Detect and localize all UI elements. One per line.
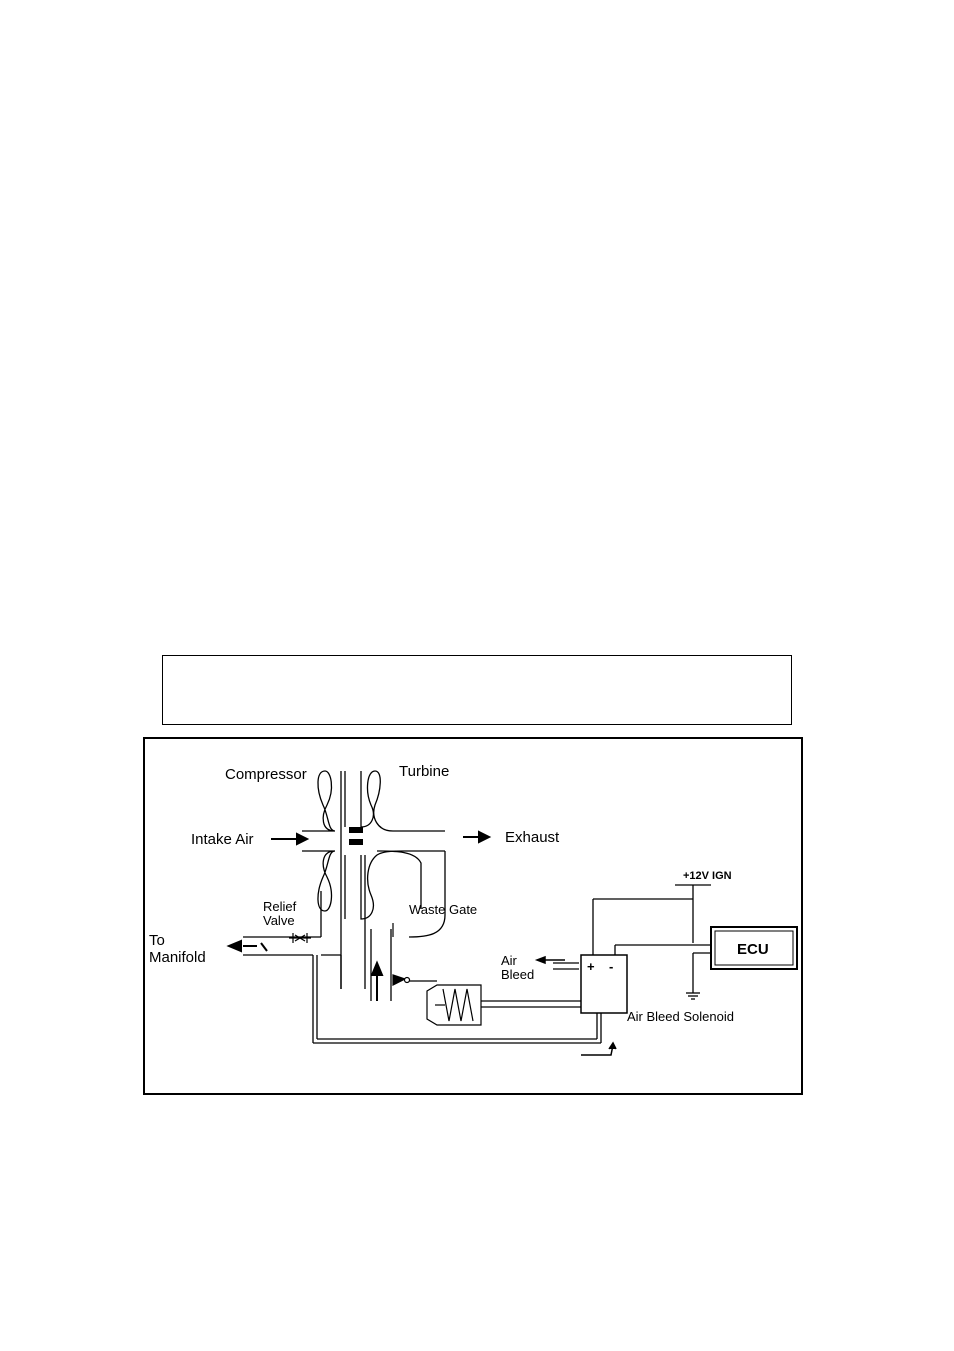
exhaust-up-arrow [370,960,384,1001]
to-manifold-label-1: To [149,932,165,949]
intake-air-label: Intake Air [191,831,254,848]
caption-box [162,655,792,725]
compressor-housing [302,770,336,832]
turbo-boost-control-diagram: Compressor Turbine Intake Air Exhaust Re… [143,737,803,1095]
relief-valve-label-1: Relief [263,899,297,914]
to-manifold-arrow [226,939,257,953]
turbine-housing [360,770,445,832]
exhaust-arrow [463,830,492,844]
air-bleed-label-2: Bleed [501,967,534,982]
return-flow-arrow [581,1041,617,1056]
solenoid-plus-label: + [587,959,595,974]
waste-gate-label: Waste Gate [409,902,477,917]
relief-valve-label-2: Valve [263,913,295,928]
intake-air-arrow [271,832,310,846]
air-bleed-solenoid-box [580,954,628,1014]
relief-valve [260,933,311,952]
solenoid-minus-label: - [609,959,613,974]
ecu-label: ECU [737,941,769,958]
compressor-housing-lower [302,850,336,912]
shaft-bearing-bottom [349,839,363,845]
shaft-bearing-top [349,827,363,833]
ecu-box [710,926,798,970]
exhaust-label: Exhaust [505,829,560,846]
to-manifold-label-2: Manifold [149,949,206,966]
air-bleed-label-1: Air [501,953,518,968]
air-bleed-solenoid-label: Air Bleed Solenoid [627,1009,734,1024]
air-bleed-arrow [534,955,565,965]
waste-gate-actuator [426,984,482,1026]
ign-label: +12V IGN [683,870,732,882]
compressor-label: Compressor [225,766,307,783]
waste-gate-valve [392,923,411,986]
turbine-label: Turbine [399,763,449,780]
